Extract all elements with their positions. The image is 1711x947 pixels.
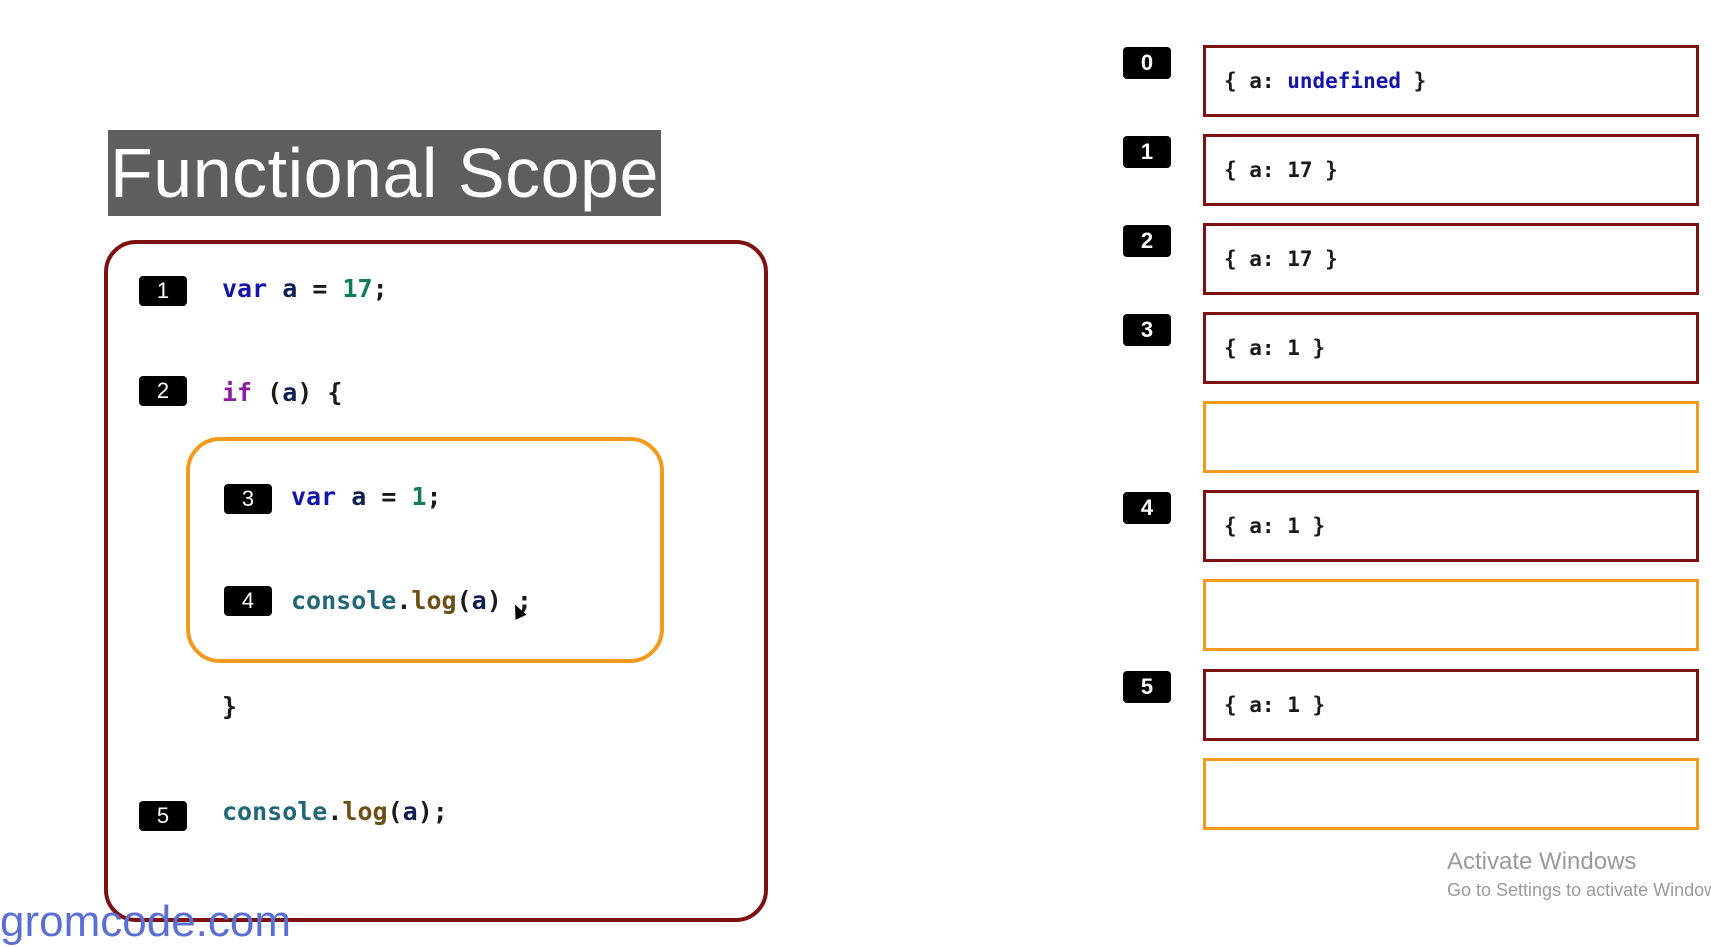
state-value-undefined: undefined <box>1287 69 1402 93</box>
state-close: } <box>1401 69 1427 93</box>
code-line-3: var a = 1; <box>291 482 442 511</box>
block-scope-state-3 <box>1203 401 1699 473</box>
state-badge-4: 4 <box>1123 492 1171 524</box>
paren-close: ) <box>486 586 502 615</box>
state-badge-0: 0 <box>1123 47 1171 79</box>
identifier-a: a <box>282 274 298 303</box>
scope-state-3: { a: 1 } <box>1203 312 1699 384</box>
brace-open: { <box>327 378 343 407</box>
block-scope-box <box>186 437 664 663</box>
keyword-var: var <box>222 274 268 303</box>
operator-assign: = <box>381 482 397 511</box>
semicolon: ; <box>426 482 442 511</box>
number-literal: 1 <box>411 482 427 511</box>
keyword-var: var <box>291 482 337 511</box>
code-line-4: console.log(a) ; <box>291 586 532 615</box>
code-line-1: var a = 17; <box>222 274 388 303</box>
paren-close: ) <box>417 797 433 826</box>
state-open: { a: <box>1224 69 1288 93</box>
scope-state-1: { a: 17 } <box>1203 134 1699 206</box>
paren-close: ) <box>297 378 313 407</box>
paren-open: ( <box>387 797 403 826</box>
code-line-2: if (a) { <box>222 378 342 407</box>
paren-open: ( <box>456 586 472 615</box>
slide-title: Functional Scope <box>108 130 661 216</box>
identifier-console: console <box>291 586 397 615</box>
number-literal: 17 <box>342 274 373 303</box>
identifier-a: a <box>351 482 367 511</box>
activate-windows-subtitle: Go to Settings to activate Windows. <box>1447 880 1711 900</box>
code-step-badge-2: 2 <box>139 376 187 406</box>
scope-state-5: { a: 1 } <box>1203 669 1699 741</box>
identifier-a: a <box>471 586 487 615</box>
identifier-a: a <box>402 797 418 826</box>
activate-windows-title: Activate Windows <box>1447 848 1637 875</box>
paren-open: ( <box>267 378 283 407</box>
keyword-if: if <box>222 378 253 407</box>
code-line-5: console.log(a); <box>222 797 448 826</box>
method-log: log <box>342 797 388 826</box>
dot: . <box>327 797 343 826</box>
state-badge-1: 1 <box>1123 136 1171 168</box>
block-scope-state-5 <box>1203 758 1699 830</box>
operator-assign: = <box>312 274 328 303</box>
state-badge-2: 2 <box>1123 225 1171 257</box>
semicolon: ; <box>516 586 532 615</box>
dot: . <box>396 586 412 615</box>
scope-state-2: { a: 17 } <box>1203 223 1699 295</box>
scope-state-4: { a: 1 } <box>1203 490 1699 562</box>
state-badge-5: 5 <box>1123 671 1171 703</box>
code-step-badge-5: 5 <box>139 801 187 831</box>
code-step-badge-3: 3 <box>224 484 272 514</box>
scope-state-0: { a: undefined } <box>1203 45 1699 117</box>
closing-brace: } <box>222 692 238 721</box>
site-watermark: gromcode.com <box>0 897 292 946</box>
code-step-badge-1: 1 <box>139 276 187 306</box>
semicolon: ; <box>432 797 448 826</box>
code-step-badge-4: 4 <box>224 586 272 616</box>
semicolon: ; <box>372 274 388 303</box>
block-scope-state-4 <box>1203 579 1699 651</box>
state-badge-3: 3 <box>1123 314 1171 346</box>
identifier-console: console <box>222 797 328 826</box>
identifier-a: a <box>282 378 298 407</box>
function-scope-box <box>104 240 768 922</box>
method-log: log <box>411 586 457 615</box>
